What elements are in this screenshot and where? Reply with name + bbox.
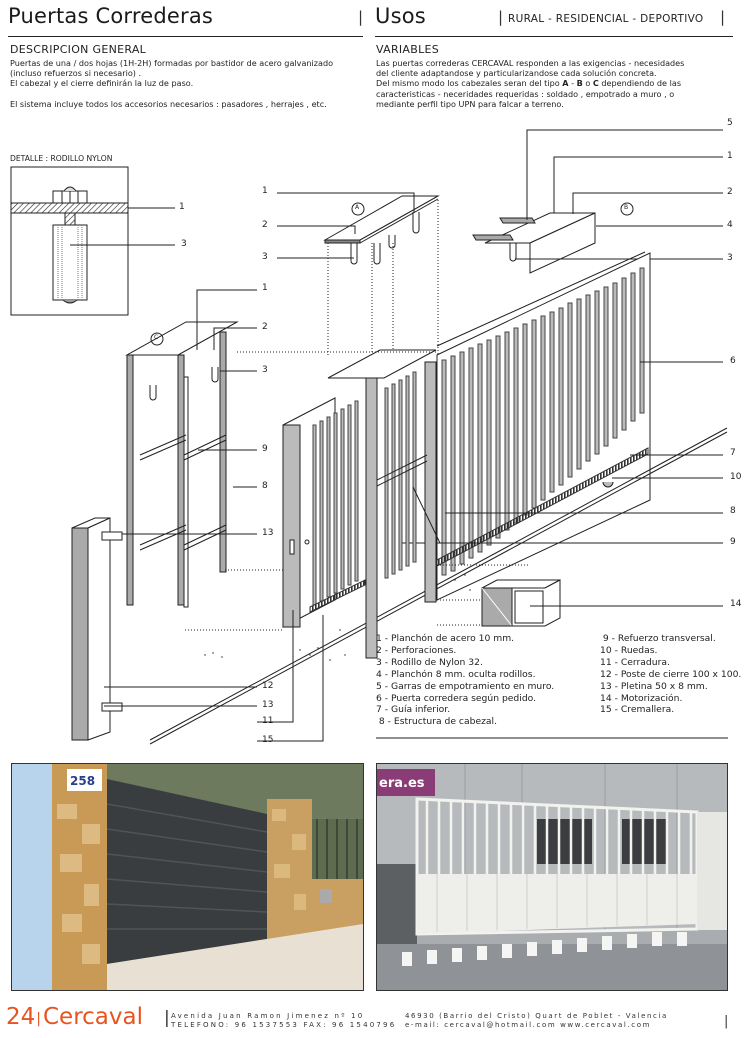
- legend-item: 5 - Garras de empotramiento en muro.: [376, 680, 555, 692]
- descripcion-line: El cabezal y el cierre definirán la luz …: [10, 78, 194, 89]
- right-callout-3: 3: [727, 253, 733, 263]
- descripcion-line: El sistema incluye todos los accesorios …: [10, 98, 327, 109]
- phone-fax-line: TELEFONO: 96 1537553 FAX: 96 1540796: [171, 1020, 397, 1029]
- legend-item: 4 - Planchón 8 mm. oculta rodillos.: [376, 668, 536, 680]
- c-callout-8: 8: [262, 481, 268, 491]
- variables-heading: VARIABLES: [376, 43, 440, 56]
- right-callout-10: 10: [730, 472, 742, 482]
- a-callout-3: 3: [262, 252, 268, 262]
- marker-b: B: [624, 204, 629, 211]
- right-callout-14: 14: [730, 599, 742, 609]
- photo-white-gate: era.es: [376, 763, 728, 991]
- right-callout-1: 1: [727, 151, 733, 161]
- c-callout-2: 2: [262, 322, 268, 332]
- descripcion-text: Puertas de una / dos hojas (1H-2H) forma…: [10, 58, 333, 109]
- footer-contact: 46930 (Barrio del Cristo) Quart de Poble…: [405, 1012, 668, 1029]
- page-separator: |: [36, 1011, 41, 1027]
- variables-text: Las puertas correderas CERCAVAL responde…: [376, 58, 684, 109]
- bottom-callout-12: 12: [262, 681, 274, 691]
- marker-c: C: [154, 334, 159, 341]
- uses-separator-right: |: [720, 8, 726, 26]
- parts-legend-col1: 1 - Planchón de acero 10 mm. 2 - Perfora…: [376, 633, 554, 728]
- photo-dark-gate: 258: [11, 763, 364, 991]
- email-web-line: e-mail: cercaval@hotmail.com www.cercava…: [405, 1020, 651, 1029]
- c-callout-3: 3: [262, 365, 268, 375]
- parts-legend-col2: 9 - Refuerzo transversal. 10 - Ruedas. 1…: [600, 633, 741, 716]
- legend-item: 10 - Ruedas.: [600, 644, 658, 656]
- variables-line: mediante perfil tipo UPN para falcar a t…: [376, 98, 564, 109]
- white-gate-image: era.es: [377, 764, 727, 990]
- page-title: Puertas Correderas: [8, 4, 214, 28]
- legend-item: 9 - Refuerzo transversal.: [600, 633, 716, 644]
- right-callout-4: 4: [727, 220, 733, 230]
- bottom-callout-11: 11: [262, 716, 274, 726]
- right-callout-9: 9: [730, 537, 736, 547]
- variables-line: caracteristicas - neceridades requeridas…: [376, 88, 675, 99]
- descripcion-line: Puertas de una / dos hojas (1H-2H) forma…: [10, 58, 334, 68]
- legend-item: 1 - Planchón de acero 10 mm.: [376, 633, 515, 644]
- brand-name: Cercaval: [43, 1004, 143, 1030]
- footer-brand-block: 24 | Cercaval: [6, 1004, 143, 1030]
- legend-item: 15 - Cremallera.: [600, 704, 675, 716]
- footer-address: Avenida Juan Ramon Jimenez nº 10 TELEFON…: [171, 1012, 396, 1029]
- exploded-gate-diagram: [10, 129, 728, 745]
- uses-title: Usos: [375, 4, 426, 28]
- variables-line: del cliente adaptandose y particularizan…: [376, 68, 657, 79]
- variables-line: Las puertas correderas CERCAVAL responde…: [376, 58, 685, 68]
- title-separator: |: [358, 8, 364, 26]
- right-callout-7: 7: [730, 448, 736, 458]
- legend-item: 14 - Motorización.: [600, 692, 683, 704]
- header-rule-right: [375, 36, 733, 37]
- dark-gate-image: 258: [12, 764, 363, 990]
- descripcion-line: (incluso refuerzos si necesario) .: [10, 68, 142, 79]
- footer-separator-right: |: [724, 1014, 729, 1029]
- bottom-callout-13: 13: [262, 700, 274, 710]
- right-callout-5: 5: [727, 118, 733, 128]
- right-callout-8: 8: [730, 506, 736, 516]
- legend-item: 3 - Rodillo de Nylon 32.: [376, 656, 483, 668]
- legend-item: 12 - Poste de cierre 100 x 100.: [600, 668, 742, 680]
- detail-heading: DETALLE : RODILLO NYLON: [10, 154, 113, 163]
- house-number: 258: [70, 774, 95, 788]
- variables-line: Del mismo modo los cabezales seran del t…: [376, 78, 682, 89]
- legend-item: 11 - Cerradura.: [600, 656, 670, 668]
- c-callout-13: 13: [262, 528, 274, 538]
- right-callout-6: 6: [730, 356, 736, 366]
- legend-item: 2 - Perforaciones.: [376, 644, 457, 656]
- marker-a: A: [355, 204, 360, 211]
- detail-callout-1: 1: [179, 202, 185, 212]
- address-line: Avenida Juan Ramon Jimenez nº 10: [171, 1012, 365, 1020]
- uses-separator-left: |: [498, 8, 504, 26]
- detail-callout-3: 3: [181, 239, 187, 249]
- legend-item: 13 - Pletina 50 x 8 mm.: [600, 680, 708, 692]
- a-callout-2: 2: [262, 220, 268, 230]
- footer-separator: |: [164, 1008, 170, 1028]
- sign-text: era.es: [379, 776, 425, 791]
- descripcion-heading: DESCRIPCION GENERAL: [10, 43, 147, 56]
- a-callout-1: 1: [262, 186, 268, 196]
- legend-item: 6 - Puerta corredera según pedido.: [376, 692, 537, 704]
- legend-item: 7 - Guía inferior.: [376, 704, 451, 716]
- legend-item: 8 - Estructura de cabezal.: [376, 716, 498, 728]
- c-callout-1: 1: [262, 283, 268, 293]
- header-rule-left: [8, 36, 363, 37]
- uses-list: RURAL - RESIDENCIAL - DEPORTIVO: [508, 13, 704, 25]
- page-number: 24: [6, 1004, 36, 1030]
- c-callout-9: 9: [262, 444, 268, 454]
- city-line: 46930 (Barrio del Cristo) Quart de Poble…: [405, 1012, 668, 1020]
- bottom-callout-15: 15: [262, 735, 274, 745]
- right-callout-2: 2: [727, 187, 733, 197]
